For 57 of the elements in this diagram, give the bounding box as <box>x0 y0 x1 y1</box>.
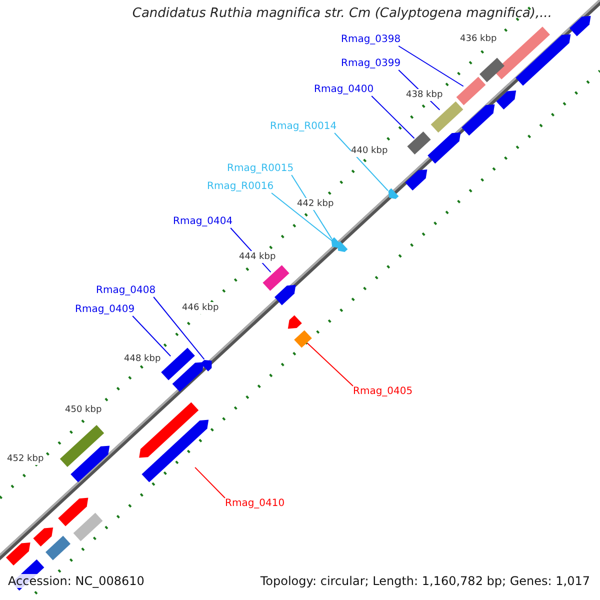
gene-label: Rmag_0399 <box>341 58 401 70</box>
gene-feature <box>60 425 104 467</box>
gene-label: Rmag_0405 <box>353 386 413 398</box>
gene-feature <box>407 132 431 154</box>
gene-feature <box>73 512 103 542</box>
scale-label: 450 kbp <box>65 404 102 416</box>
gene-label: Rmag_0400 <box>314 84 374 96</box>
leader-line <box>132 316 172 357</box>
scale-label: 448 kbp <box>124 353 161 365</box>
gene-feature <box>570 16 591 36</box>
gene-feature <box>70 446 110 482</box>
gene-feature <box>288 315 302 329</box>
leader-line <box>334 132 388 192</box>
gene-feature <box>294 330 312 348</box>
leader-line <box>306 342 354 386</box>
scale-label: 442 kbp <box>297 198 334 210</box>
scale-label: 444 kbp <box>239 251 276 263</box>
gene-feature <box>33 528 54 546</box>
gene-feature <box>462 104 495 136</box>
gene-feature <box>337 241 348 252</box>
gene-feature <box>161 348 195 380</box>
gene-feature <box>388 188 399 199</box>
gene-label: Rmag_0410 <box>225 498 285 510</box>
gene-feature <box>172 362 204 392</box>
gene-feature <box>6 542 30 566</box>
gene-feature <box>200 360 212 372</box>
gene-feature <box>139 402 199 458</box>
gene-label: Rmag_R0016 <box>207 181 274 193</box>
gene-feature <box>516 34 571 86</box>
gene-feature <box>142 420 209 482</box>
title: Candidatus Ruthia magnifica str. Cm (Calyptogena magnifica),... <box>132 6 552 22</box>
gene-label: Rmag_R0015 <box>227 163 294 175</box>
scale-label: 440 kbp <box>351 145 388 157</box>
gene-feature <box>262 265 290 291</box>
scale-label: 446 kbp <box>182 302 219 314</box>
gene-feature <box>58 498 88 526</box>
gene-feature <box>405 170 428 190</box>
genome-summary-text: Topology: circular; Length: 1,160,782 bp; Genes: 1,017 <box>260 574 590 588</box>
gene-feature <box>428 132 461 164</box>
gene-feature <box>480 58 504 82</box>
gene-feature <box>46 536 70 560</box>
gene-feature <box>456 76 486 106</box>
leader-line <box>398 46 464 87</box>
gene-label: Rmag_0404 <box>173 216 233 228</box>
gene-label: Rmag_0409 <box>75 304 135 316</box>
gene-label: Rmag_R0014 <box>270 121 337 133</box>
scale-label: 438 kbp <box>406 89 443 101</box>
leader-line <box>371 96 415 139</box>
scale-label: 452 kbp <box>7 453 44 465</box>
leader-line <box>153 296 205 360</box>
gene-feature <box>274 284 296 306</box>
leader-line <box>194 466 226 498</box>
gene-feature <box>430 101 464 133</box>
scale-label: 436 kbp <box>460 33 497 45</box>
gene-label: Rmag_0408 <box>96 285 156 297</box>
gene-feature <box>496 90 516 110</box>
gene-label: Rmag_0398 <box>341 34 401 46</box>
